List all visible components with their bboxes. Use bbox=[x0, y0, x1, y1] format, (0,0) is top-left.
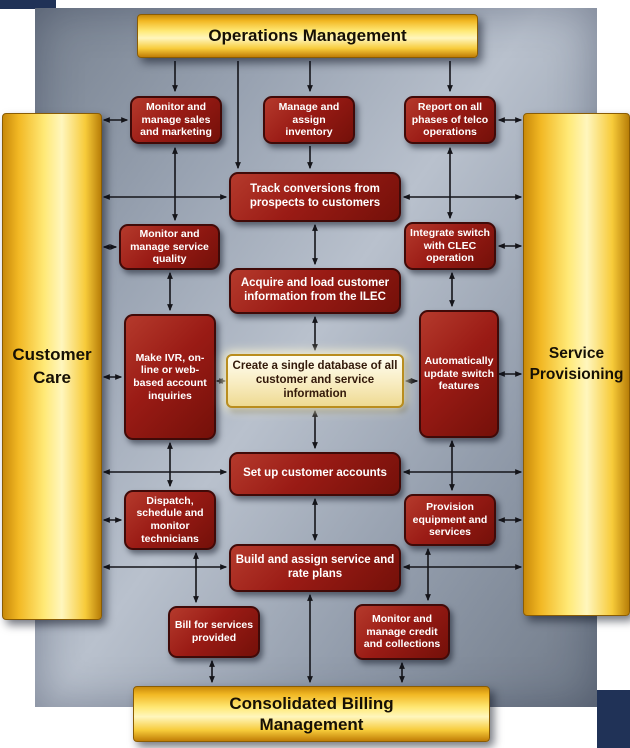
node-setup-accounts: Set up customer accounts bbox=[229, 452, 401, 496]
node-integrate-switch: Integrate switch with CLEC operation bbox=[404, 222, 496, 270]
node-provision-equipment: Provision equipment and services bbox=[404, 494, 496, 546]
node-manage-inventory: Manage and assign inventory bbox=[263, 96, 355, 144]
node-report-telco: Report on all phases of telco operations bbox=[404, 96, 496, 144]
banner-consolidated-billing: Consolidated Billing Management bbox=[133, 686, 490, 742]
banner-operations-management: Operations Management bbox=[137, 14, 478, 58]
node-central-database: Create a single database of all customer… bbox=[226, 354, 404, 408]
node-bill-services: Bill for services provided bbox=[168, 606, 260, 658]
node-credit-collections: Monitor and manage credit and collection… bbox=[354, 604, 450, 660]
node-dispatch-technicians: Dispatch, schedule and monitor technicia… bbox=[124, 490, 216, 550]
node-build-plans: Build and assign service and rate plans bbox=[229, 544, 401, 592]
scan-corner-bottom-right bbox=[597, 690, 630, 748]
node-service-quality: Monitor and manage service quality bbox=[119, 224, 220, 270]
node-acquire-ilec: Acquire and load customer information fr… bbox=[229, 268, 401, 314]
banner-customer-care: Customer Care bbox=[2, 113, 102, 620]
node-update-switch: Automatically update switch features bbox=[419, 310, 499, 438]
node-track-conversions: Track conversions from prospects to cust… bbox=[229, 172, 401, 222]
banner-service-provisioning: Service Provisioning bbox=[523, 113, 630, 616]
node-ivr-inquiries: Make IVR, on-line or web-based account i… bbox=[124, 314, 216, 440]
node-monitor-sales: Monitor and manage sales and marketing bbox=[130, 96, 222, 144]
scan-corner-top-left bbox=[0, 0, 56, 9]
